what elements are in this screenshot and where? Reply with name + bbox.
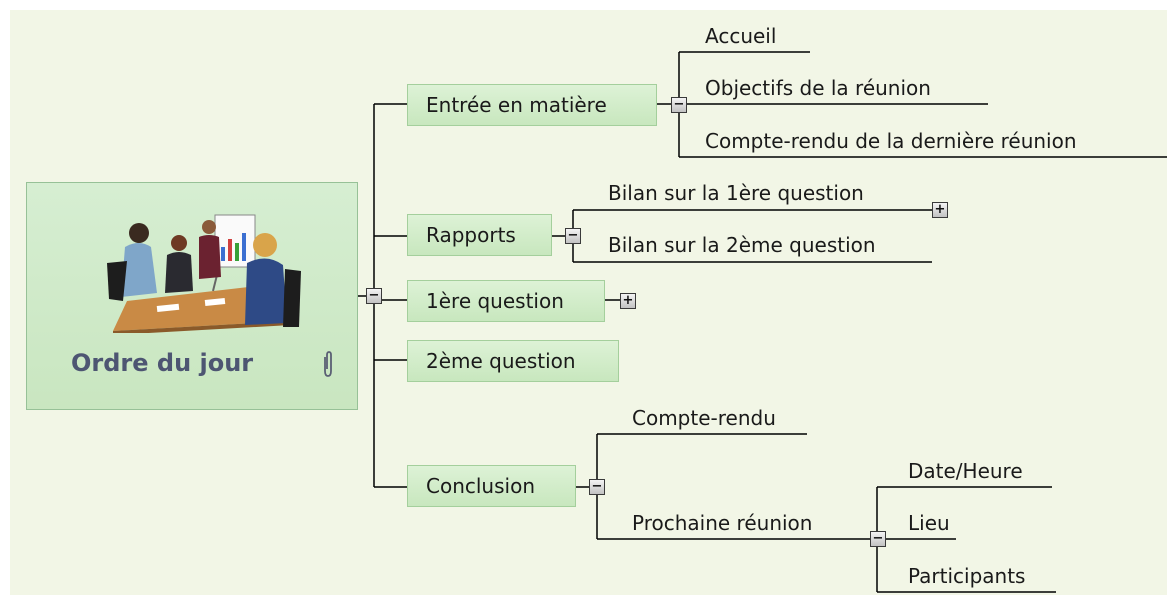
subtopic-participants[interactable]: Participants — [908, 564, 1026, 588]
topic-conclusion[interactable]: Conclusion — [407, 465, 576, 507]
topic-1ere-question[interactable]: 1ère question — [407, 280, 605, 322]
subtopic-date-heure[interactable]: Date/Heure — [908, 459, 1023, 483]
entree-collapse-toggle[interactable]: − — [671, 97, 687, 113]
topic-rapports[interactable]: Rapports — [407, 214, 552, 256]
topic-entree-en-matiere[interactable]: Entrée en matière — [407, 84, 657, 126]
mind-map-canvas: Ordre du jour − Entrée en matière − Rapp… — [10, 10, 1167, 595]
conclusion-collapse-toggle[interactable]: − — [589, 479, 605, 495]
prochaine-reunion-collapse-toggle[interactable]: − — [870, 531, 886, 547]
subtopic-objectifs[interactable]: Objectifs de la réunion — [705, 76, 931, 100]
subtopic-compte-rendu-derniere[interactable]: Compte-rendu de la dernière réunion — [705, 129, 1077, 153]
connector-lines — [358, 51, 1167, 593]
bilan-1ere-expand-toggle[interactable]: + — [932, 202, 948, 218]
subtopic-bilan-2eme[interactable]: Bilan sur la 2ème question — [608, 233, 876, 257]
subtopic-lieu[interactable]: Lieu — [908, 511, 950, 535]
central-collapse-toggle[interactable]: − — [366, 288, 382, 304]
central-topic-title: Ordre du jour — [71, 349, 254, 377]
subtopic-bilan-1ere[interactable]: Bilan sur la 1ère question — [608, 181, 864, 205]
q1-expand-toggle[interactable]: + — [620, 293, 636, 309]
meeting-illustration — [107, 214, 301, 333]
subtopic-prochaine-reunion[interactable]: Prochaine réunion — [632, 511, 813, 535]
subtopic-compte-rendu[interactable]: Compte-rendu — [632, 406, 776, 430]
subtopic-accueil[interactable]: Accueil — [705, 24, 777, 48]
rapports-collapse-toggle[interactable]: − — [565, 228, 581, 244]
topic-2eme-question[interactable]: 2ème question — [407, 340, 619, 382]
central-topic[interactable]: Ordre du jour — [26, 182, 358, 410]
paperclip-icon[interactable] — [321, 349, 335, 379]
